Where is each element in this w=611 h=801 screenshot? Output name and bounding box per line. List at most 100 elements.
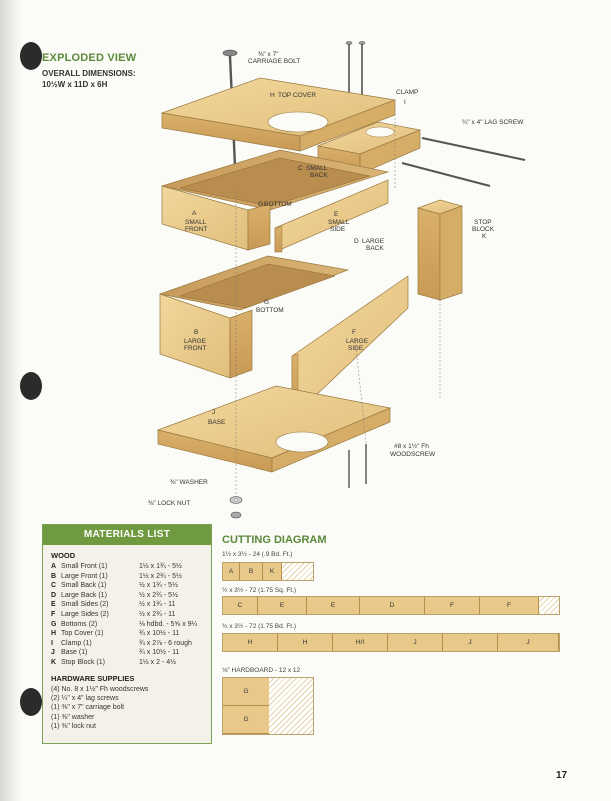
large-front-letter: B: [194, 329, 198, 336]
material-name: Small Back (1): [61, 582, 107, 590]
cut-part: F: [425, 597, 480, 614]
woodscrew-icon: [348, 444, 367, 488]
material-dims: ⅛ hdbd. - 5⅝ x 9¼: [139, 620, 198, 628]
binder-edge: [0, 0, 22, 801]
stop-block-label2: BLOCK: [472, 226, 495, 233]
woodscrew-icon: [345, 41, 366, 98]
material-name: Clamp (1): [61, 639, 92, 647]
bottom-letter: G: [258, 201, 263, 208]
large-side-letter: F: [352, 329, 356, 336]
base-letter: J: [212, 409, 215, 416]
small-box-assembly: [160, 149, 390, 253]
large-front-label2: FRONT: [184, 345, 206, 352]
small-back-label: SMALL: [306, 165, 328, 172]
material-dims: ¾ x 2⅞ - 6 rough: [139, 639, 192, 647]
material-name: Large Back (1): [61, 591, 107, 599]
cut-part: H: [278, 634, 333, 651]
clamp-part: [316, 121, 422, 175]
exploded-view-diagram: ⅜" x 7" CARRIAGE BOLT H TOP COVER CLAMP …: [148, 41, 526, 519]
material-key: C: [51, 582, 57, 590]
stop-block-part: [416, 199, 464, 301]
large-front-label: LARGE: [184, 338, 207, 345]
material-dims: ½ x 1¾ - 5½: [139, 582, 178, 590]
bottom2-letter: G: [264, 299, 269, 306]
top-cover-part: [160, 77, 397, 152]
carriage-bolt-label: CARRIAGE BOLT: [248, 58, 300, 65]
board2-label: ½ x 3½ - 72 (1.75 Sq. Ft.): [222, 587, 297, 594]
material-row: E Small Sides (2) ½ x 1¾ - 11: [51, 600, 211, 610]
board4-label: ⅛" HARDBOARD - 12 x 12: [222, 667, 301, 674]
material-key: A: [51, 563, 57, 570]
carriage-bolt-size-label: ⅜" x 7": [258, 51, 279, 58]
material-name: Stop Block (1): [61, 658, 105, 666]
hardware-row: (1) ⅜" washer: [51, 713, 95, 721]
material-dims: 1½ x 2 - 4½: [139, 658, 176, 666]
cut-part: D: [360, 597, 425, 614]
lock-nut-icon: [230, 511, 242, 519]
binder-hole: [20, 42, 42, 70]
material-name: Top Cover (1): [61, 630, 104, 638]
base-part: [156, 385, 392, 473]
woodscrew-size-label: #8 x 1½" Fh: [394, 442, 429, 450]
hardware-items: (4) No. 8 x 1½" Fh woodscrews(2) ¼" x 4"…: [43, 685, 211, 732]
cut-part: G: [223, 706, 269, 734]
material-dims: ½ x 1¾ - 11: [139, 601, 176, 609]
washer-label: ⅜" WASHER: [170, 479, 208, 486]
material-key: I: [51, 639, 53, 647]
overall-dimensions-label: OVERALL DIMENSIONS:: [42, 69, 136, 78]
waste-area: [539, 597, 559, 614]
board3-label: ¾ x 3½ - 72 (1.75 Bd. Ft.): [222, 623, 297, 630]
cutting-diagram-title: CUTTING DIAGRAM: [222, 534, 327, 546]
material-key: J: [51, 649, 55, 657]
woodscrew-label: WOODSCREW: [390, 451, 436, 458]
cut-part: J: [388, 634, 443, 651]
base-label: BASE: [208, 419, 226, 426]
small-back-letter: C: [298, 165, 303, 172]
large-box-assembly: [158, 255, 409, 419]
material-row: C Small Back (1) ½ x 1¾ - 5½: [51, 581, 211, 591]
bottom-label: BOTTOM: [264, 201, 292, 208]
lock-nut-label: ⅜" LOCK NUT: [148, 500, 190, 507]
material-name: Small Front (1): [61, 563, 108, 570]
hardware-row: (4) No. 8 x 1½" Fh woodscrews: [51, 685, 149, 693]
lag-screw-label: ¼" x 4" LAG SCREW: [462, 119, 524, 126]
top-cover-label: TOP COVER: [278, 92, 316, 99]
small-side-letter: E: [334, 211, 339, 218]
cut-part: C: [223, 597, 258, 614]
small-front-label2: FRONT: [185, 226, 207, 233]
page-number: 17: [556, 770, 568, 781]
waste-area: [269, 678, 313, 734]
material-key: B: [51, 572, 57, 580]
material-name: Base (1): [61, 649, 88, 657]
cut-part: J: [498, 634, 559, 651]
top-cover-letter: H: [270, 92, 275, 99]
overall-dimensions-value: 10½W x 11D x 6H: [42, 80, 108, 89]
material-name: Large Sides (2): [61, 610, 109, 618]
small-back-label2: BACK: [310, 172, 328, 179]
material-name: Small Sides (2): [61, 601, 109, 609]
cut-part: J: [443, 634, 498, 651]
material-dims: ¾ x 10½ - 11: [139, 630, 180, 638]
material-key: E: [51, 601, 56, 609]
cut-part: E: [258, 597, 307, 614]
waste-area: [282, 563, 313, 580]
stop-block-letter: K: [482, 233, 487, 240]
material-dims: ½ x 2¾ - 5½: [139, 591, 178, 599]
large-back-letter: D: [354, 238, 359, 245]
material-dims: 1½ x 2¾ - 5½: [139, 572, 182, 580]
wood-heading: WOOD: [51, 551, 76, 560]
material-key: D: [51, 591, 57, 599]
small-front-label: SMALL: [185, 219, 207, 226]
material-row: D Large Back (1) ½ x 2¾ - 5½: [51, 591, 211, 601]
